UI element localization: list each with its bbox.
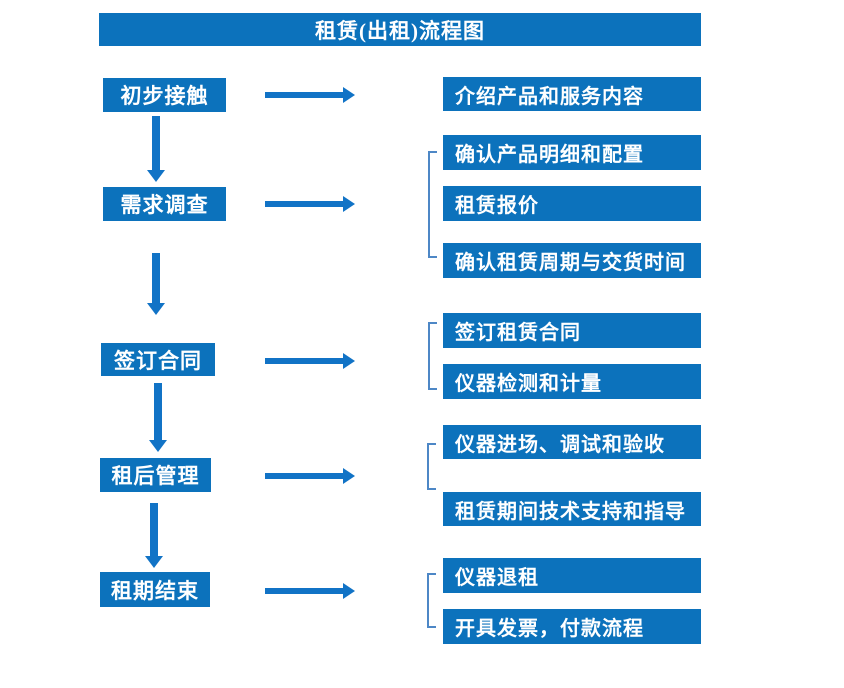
group-bracket: [427, 573, 436, 628]
right-arrow-icon: [265, 468, 355, 484]
down-arrow-icon: [149, 383, 167, 452]
right-arrow-icon: [265, 583, 355, 599]
arrow-shaft: [150, 503, 158, 557]
arrow-shaft: [152, 116, 160, 171]
arrow-head: [145, 556, 163, 568]
group-bracket: [428, 322, 437, 390]
detail-box-invoice-payment: 开具发票，付款流程: [443, 609, 701, 644]
right-arrow-icon: [265, 196, 355, 212]
arrow-shaft: [154, 383, 162, 441]
right-arrow-icon: [265, 87, 355, 103]
step-box-sign-contract: 签订合同: [101, 343, 215, 376]
arrow-shaft: [265, 588, 344, 594]
flowchart-title: 租赁(出租)流程图: [99, 13, 701, 46]
arrow-head: [343, 196, 355, 212]
step-box-post-rental-management: 租后管理: [100, 458, 211, 492]
group-bracket: [427, 443, 436, 490]
detail-box-instrument-return: 仪器退租: [443, 558, 701, 593]
group-bracket: [428, 151, 437, 258]
step-box-rental-end: 租期结束: [100, 572, 210, 607]
arrow-head: [147, 303, 165, 315]
detail-box-confirm-product-config: 确认产品明细和配置: [443, 135, 701, 170]
detail-box-technical-support: 租赁期间技术支持和指导: [443, 492, 701, 526]
arrow-head: [343, 87, 355, 103]
arrow-head: [343, 353, 355, 369]
detail-box-instrument-setup-acceptance: 仪器进场、调试和验收: [443, 425, 701, 459]
detail-box-confirm-period-delivery: 确认租赁周期与交货时间: [443, 243, 701, 278]
arrow-shaft: [265, 358, 344, 364]
arrow-head: [149, 440, 167, 452]
down-arrow-icon: [147, 253, 165, 315]
arrow-head: [343, 583, 355, 599]
step-box-initial-contact: 初步接触: [103, 78, 226, 112]
down-arrow-icon: [145, 503, 163, 568]
arrow-shaft: [265, 201, 344, 207]
right-arrow-icon: [265, 353, 355, 369]
arrow-shaft: [265, 473, 344, 479]
arrow-shaft: [265, 92, 344, 98]
step-box-demand-survey: 需求调查: [103, 187, 226, 221]
detail-box-sign-rental-contract: 签订租赁合同: [443, 313, 701, 348]
arrow-head: [343, 468, 355, 484]
detail-box-instrument-testing: 仪器检测和计量: [443, 364, 701, 399]
detail-box-introduce-products: 介绍产品和服务内容: [443, 77, 701, 111]
down-arrow-icon: [147, 116, 165, 182]
arrow-shaft: [152, 253, 160, 304]
detail-box-rental-quotation: 租赁报价: [443, 186, 701, 221]
arrow-head: [147, 170, 165, 182]
